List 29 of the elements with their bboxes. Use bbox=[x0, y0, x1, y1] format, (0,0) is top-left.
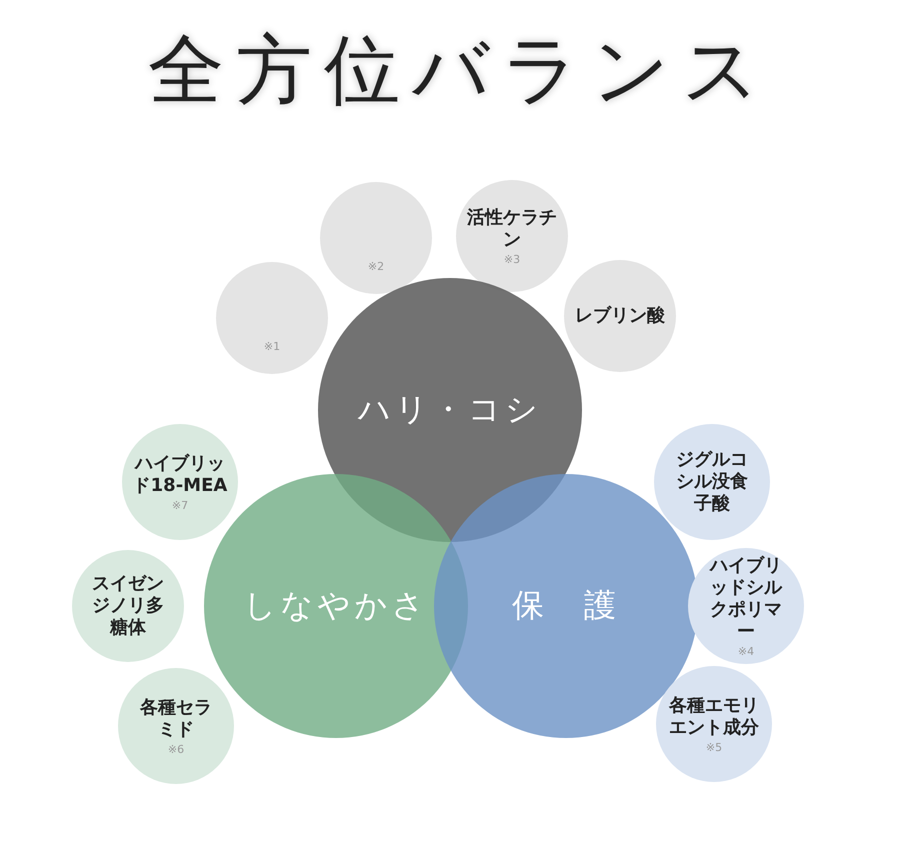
circle bbox=[654, 424, 770, 540]
ingredient-label: レブリン酸 bbox=[575, 305, 665, 327]
title: 全方位バランス bbox=[147, 24, 773, 116]
circle bbox=[656, 666, 772, 782]
circle bbox=[320, 182, 432, 294]
ingredient-label: 各種セラミド bbox=[138, 696, 213, 740]
footnote-mark: ※6 bbox=[168, 742, 184, 756]
footnote-mark: ※2 bbox=[368, 260, 384, 272]
circle bbox=[688, 548, 804, 664]
footnote-mark: ※7 bbox=[172, 498, 188, 512]
ingredient-label: スイゼンジノリ多糖体 bbox=[91, 573, 165, 639]
circle-label: 保 護 bbox=[512, 585, 620, 626]
footnote-mark: ※5 bbox=[706, 740, 722, 754]
circle bbox=[122, 424, 238, 540]
circle-label: しなやかさ bbox=[244, 585, 428, 626]
ingredient-label: 各種エモリエント成分 bbox=[668, 694, 760, 738]
ingredient-label: ハイブリッドシルクポリマー bbox=[708, 554, 784, 642]
ingredient-label: ハイブリッド18-MEA bbox=[132, 452, 228, 496]
circle bbox=[456, 180, 568, 292]
ingredient-label: ジグルコシル没食子酸 bbox=[675, 449, 749, 515]
circle-label: ハリ・コシ bbox=[358, 389, 542, 430]
ingredient-label: 活性ケラチン bbox=[467, 206, 557, 250]
circle bbox=[564, 260, 676, 372]
footnote-mark: ※1 bbox=[264, 340, 280, 352]
circle bbox=[118, 668, 234, 784]
circle bbox=[72, 550, 184, 662]
footnote-mark: ※4 bbox=[738, 644, 754, 658]
footnote-mark: ※3 bbox=[504, 252, 520, 266]
circle bbox=[216, 262, 328, 374]
